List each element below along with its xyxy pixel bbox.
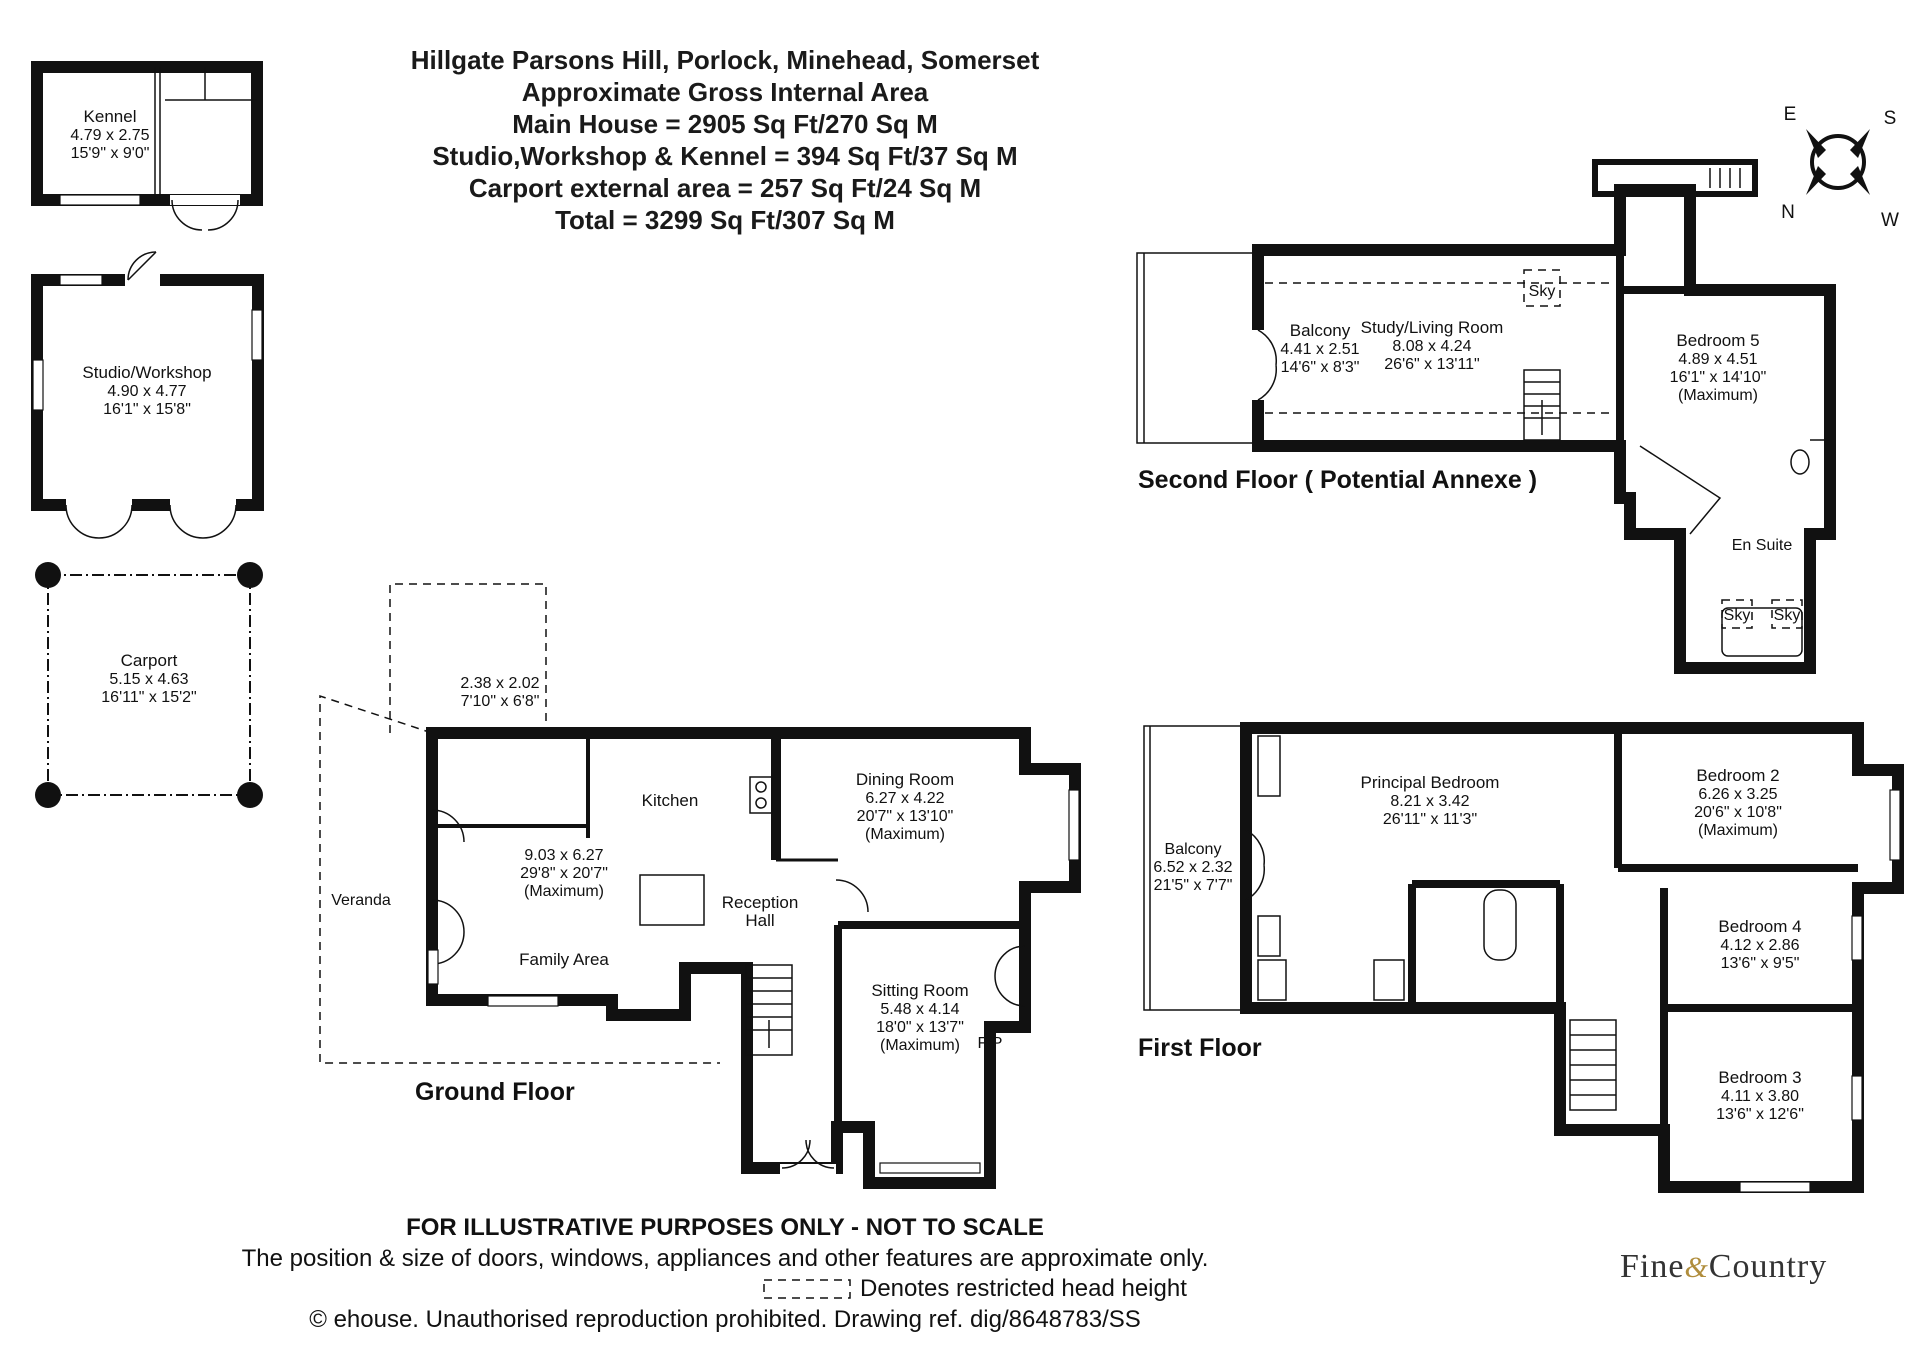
second-floor-plan: Sky Balcony 4.41 x 2.51 14'6" x 8'3" Stu… <box>1136 159 1836 674</box>
sitting-metric: 5.48 x 4.14 <box>880 1001 959 1018</box>
family-name: Family Area <box>519 950 609 969</box>
kitchen-label: Kitchen <box>642 791 699 810</box>
second-sky: Sky <box>1529 283 1556 300</box>
compass-rose: E S N W <box>1781 104 1899 231</box>
study-name: Study/Living Room <box>1361 318 1504 337</box>
principal-metric: 8.21 x 3.42 <box>1390 793 1469 810</box>
second-floor-label: Second Floor ( Potential Annexe ) <box>1138 466 1537 494</box>
study-metric: 8.08 x 4.24 <box>1392 338 1471 355</box>
utility-imperial: 7'10" x 6'8" <box>461 693 540 710</box>
restricted-height-symbol <box>763 1279 851 1299</box>
bedroom5-name: Bedroom 5 <box>1676 331 1759 350</box>
ground-floor-plan: 2.38 x 2.02 7'10" x 6'8" Veranda Kitchen… <box>319 583 1081 1189</box>
first-floor-plan: Balcony 6.52 x 2.32 21'5" x 7'7" Princip… <box>1138 722 1904 1193</box>
studio-imperial: 16'1" x 15'8" <box>103 401 191 418</box>
utility-metric: 2.38 x 2.02 <box>460 675 539 692</box>
sitting-note: (Maximum) <box>880 1037 960 1054</box>
studio-name: Studio/Workshop <box>82 363 211 382</box>
carport-metric: 5.15 x 4.63 <box>109 671 188 688</box>
area-main-house: Main House = 2905 Sq Ft/270 Sq M <box>512 109 938 139</box>
area-heading: Approximate Gross Internal Area <box>521 77 929 107</box>
logo-amp: & <box>1684 1251 1709 1284</box>
compass-w: W <box>1881 210 1899 231</box>
compass-s: S <box>1884 108 1897 129</box>
area-carport: Carport external area = 257 Sq Ft/24 Sq … <box>468 173 982 203</box>
compass-n: N <box>1781 202 1795 223</box>
bedroom2-name: Bedroom 2 <box>1696 766 1779 785</box>
balcony2-metric: 4.41 x 2.51 <box>1280 341 1359 358</box>
kennel-metric: 4.79 x 2.75 <box>70 127 149 144</box>
principal-name: Principal Bedroom <box>1361 773 1500 792</box>
reception-line2: Hall <box>745 911 774 930</box>
first-floor-label: First Floor <box>1138 1034 1262 1062</box>
sitting-name: Sitting Room <box>871 981 968 1000</box>
carport-name: Carport <box>121 651 178 670</box>
dining-imperial: 20'7" x 13'10" <box>857 808 954 825</box>
balcony1-imperial: 21'5" x 7'7" <box>1154 877 1233 894</box>
balcony1-name: Balcony <box>1165 841 1222 858</box>
disclaimer-heading: FOR ILLUSTRATIVE PURPOSES ONLY - NOT TO … <box>406 1214 1044 1241</box>
bedroom4-metric: 4.12 x 2.86 <box>1720 937 1799 954</box>
veranda-label: Veranda <box>331 892 391 909</box>
disclaimer-text: The position & size of doors, windows, a… <box>241 1245 1209 1272</box>
bedroom4-imperial: 13'6" x 9'5" <box>1721 955 1800 972</box>
copyright-text: © ehouse. Unauthorised reproduction proh… <box>309 1306 1141 1333</box>
principal-imperial: 26'11" x 11'3" <box>1383 811 1477 828</box>
bedroom2-imperial: 20'6" x 10'8" <box>1694 804 1782 821</box>
logo-fine: Fine <box>1620 1248 1685 1285</box>
bedroom5-metric: 4.89 x 4.51 <box>1678 351 1757 368</box>
studio-outbuilding: Studio/Workshop 4.90 x 4.77 16'1" x 15'8… <box>31 251 264 539</box>
bedroom4-name: Bedroom 4 <box>1718 917 1801 936</box>
area-studio: Studio,Workshop & Kennel = 394 Sq Ft/37 … <box>432 141 1018 171</box>
ensuite-sky2: Sky <box>1774 607 1801 624</box>
kennel-outbuilding: Kennel 4.79 x 2.75 15'9" x 9'0" <box>31 61 263 231</box>
bedroom3-imperial: 13'6" x 12'6" <box>1716 1106 1804 1123</box>
balcony2-imperial: 14'6" x 8'3" <box>1281 359 1360 376</box>
kennel-name: Kennel <box>84 107 137 126</box>
study-imperial: 26'6" x 13'11" <box>1384 356 1479 373</box>
dining-name: Dining Room <box>856 770 954 789</box>
ensuite-name: En Suite <box>1732 537 1793 554</box>
bedroom5-imperial: 16'1" x 14'10" <box>1670 369 1767 386</box>
family-imperial: 29'8" x 20'7" <box>520 865 608 882</box>
kennel-imperial: 15'9" x 9'0" <box>71 145 150 162</box>
family-metric: 9.03 x 6.27 <box>524 847 603 864</box>
bedroom2-metric: 6.26 x 3.25 <box>1698 786 1777 803</box>
bedroom2-note: (Maximum) <box>1698 822 1778 839</box>
reception-line1: Reception <box>722 893 799 912</box>
sitting-imperial: 18'0" x 13'7" <box>876 1019 964 1036</box>
fine-country-logo: Fine&Country <box>1620 1248 1827 1286</box>
studio-metric: 4.90 x 4.77 <box>107 383 186 400</box>
plan-title: Hillgate Parsons Hill, Porlock, Minehead… <box>410 45 1040 75</box>
logo-country: Country <box>1708 1248 1828 1285</box>
area-total: Total = 3299 Sq Ft/307 Sq M <box>555 205 895 235</box>
bedroom3-metric: 4.11 x 3.80 <box>1721 1088 1799 1105</box>
compass-e: E <box>1784 104 1797 125</box>
balcony2-name: Balcony <box>1290 321 1351 340</box>
ground-floor-label: Ground Floor <box>415 1078 575 1106</box>
fireplace-label: F/P <box>978 1035 1003 1052</box>
carport-outbuilding: Carport 5.15 x 4.63 16'11" x 15'2" <box>35 562 263 808</box>
restricted-height-legend: Denotes restricted head height <box>860 1275 1187 1302</box>
ensuite-sky1: Sky <box>1724 607 1751 624</box>
dining-note: (Maximum) <box>865 826 945 843</box>
carport-imperial: 16'11" x 15'2" <box>101 689 196 706</box>
bedroom3-name: Bedroom 3 <box>1718 1068 1801 1087</box>
bedroom5-note: (Maximum) <box>1678 387 1758 404</box>
family-note: (Maximum) <box>524 883 604 900</box>
balcony1-metric: 6.52 x 2.32 <box>1153 859 1232 876</box>
dining-metric: 6.27 x 4.22 <box>865 790 944 807</box>
